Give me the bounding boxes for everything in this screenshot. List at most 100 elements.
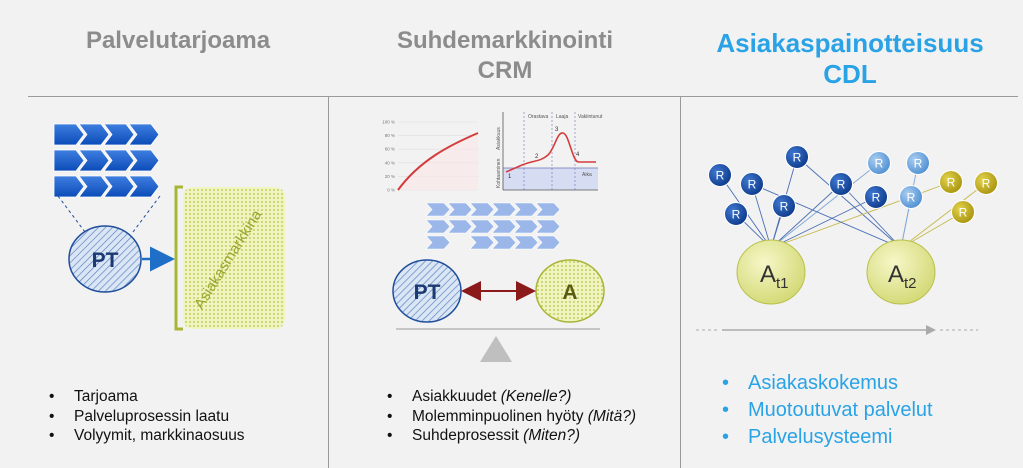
point-label: 4 bbox=[576, 152, 580, 158]
pt-circle bbox=[68, 225, 142, 293]
title-line: CRM bbox=[477, 57, 533, 84]
r-node-label: R bbox=[837, 178, 846, 192]
process-chevron bbox=[103, 175, 135, 198]
title-line: CDL bbox=[823, 59, 877, 89]
r-node-label: R bbox=[872, 191, 881, 205]
point-label: 1 bbox=[508, 174, 512, 180]
phase-label: Vakiintunut bbox=[578, 114, 603, 120]
a-label: A bbox=[562, 281, 577, 304]
market-area bbox=[183, 187, 285, 329]
process-chevron bbox=[491, 235, 517, 250]
chevron-process-grid bbox=[53, 123, 160, 198]
point-label: 2 bbox=[535, 154, 539, 160]
group-t2-circle bbox=[866, 239, 936, 305]
r-node bbox=[772, 194, 796, 218]
r-node-label: R bbox=[716, 169, 725, 183]
axis-label: Asiakkuus bbox=[496, 127, 502, 150]
process-chevron bbox=[78, 149, 110, 172]
process-chevron bbox=[128, 123, 160, 146]
process-chevron bbox=[103, 149, 135, 172]
process-chevron bbox=[425, 219, 451, 234]
column-divider-1 bbox=[328, 96, 329, 468]
phase-label: Orastava bbox=[528, 114, 549, 120]
pt-label: PT bbox=[414, 281, 441, 304]
timeline-arrowhead bbox=[926, 325, 936, 335]
tick-label: 100 % bbox=[382, 120, 395, 125]
process-chevron bbox=[103, 123, 135, 146]
bullet-item: Palvelusysteemi bbox=[722, 424, 933, 451]
network-link bbox=[770, 162, 880, 249]
lifecycle-mini-chart: Orastava Laaja Vakiintunut 1 2 3 4 Asiak… bbox=[496, 112, 603, 191]
market-bracket bbox=[174, 185, 183, 331]
tick-label: 80 % bbox=[385, 133, 395, 138]
network-link bbox=[900, 182, 987, 249]
title-line: Suhdemarkkinointi bbox=[396, 27, 614, 54]
r-node bbox=[724, 202, 748, 226]
bullet-item: Suhdeprosessit (Miten?) bbox=[384, 426, 636, 446]
column-title-palvelutarjoama: Palvelutarjoama bbox=[28, 26, 328, 56]
r-node-label: R bbox=[914, 157, 923, 171]
bullet-item: Asiakaskokemus bbox=[722, 370, 933, 397]
tick-label: 20 % bbox=[385, 174, 395, 179]
column-title-crm: Suhdemarkkinointi CRM bbox=[330, 26, 680, 86]
tick-label: 60 % bbox=[385, 147, 395, 152]
process-chevron bbox=[469, 235, 495, 250]
bullet-item: Tarjoama bbox=[46, 387, 245, 407]
process-chevron bbox=[491, 202, 517, 217]
process-chevron bbox=[469, 219, 495, 234]
r-node-label: R bbox=[982, 177, 991, 191]
bullet-item: Palveluprosessin laatu bbox=[46, 407, 245, 427]
tick-label: 0 % bbox=[387, 188, 395, 193]
network-link bbox=[840, 183, 902, 249]
process-chevron bbox=[491, 219, 517, 234]
a-circle bbox=[535, 259, 605, 323]
bullet-item: Asiakkuudet (Kenelle?) bbox=[384, 387, 636, 407]
axis-label: Kohtaaminen bbox=[496, 158, 502, 188]
r-node-label: R bbox=[959, 206, 968, 220]
process-chevron bbox=[469, 202, 495, 217]
tick-label: 40 % bbox=[385, 160, 395, 165]
growth-curve bbox=[397, 132, 479, 191]
network-link bbox=[770, 181, 952, 249]
bullets-crm: Asiakkuudet (Kenelle?) Molemminpuolinen … bbox=[384, 387, 636, 446]
light-chevron-process bbox=[425, 202, 561, 250]
process-chevron bbox=[513, 202, 539, 217]
process-chevron bbox=[53, 123, 85, 146]
r-node-label: R bbox=[780, 200, 789, 214]
title-line: Palvelutarjoama bbox=[85, 27, 271, 54]
process-chevron bbox=[53, 175, 85, 198]
process-chevron bbox=[425, 202, 451, 217]
r-node bbox=[939, 170, 963, 194]
r-node-label: R bbox=[748, 178, 757, 192]
process-chevron bbox=[53, 149, 85, 172]
r-node-label: R bbox=[732, 208, 741, 222]
r-node bbox=[974, 171, 998, 195]
network-link bbox=[751, 183, 902, 249]
r-node bbox=[951, 200, 975, 224]
header-divider bbox=[28, 96, 1018, 97]
r-node bbox=[899, 185, 923, 209]
process-chevron bbox=[78, 175, 110, 198]
process-chevron bbox=[535, 202, 561, 217]
r-node bbox=[906, 151, 930, 175]
group-t1-label: At1 bbox=[760, 261, 789, 292]
balance-fulcrum bbox=[480, 336, 512, 362]
dashed-connector bbox=[57, 195, 86, 233]
network-link bbox=[796, 156, 902, 249]
group-t2-label: At2 bbox=[888, 261, 917, 292]
column-divider-2 bbox=[680, 96, 681, 468]
title-line: Asiakaspainotteisuus bbox=[716, 28, 984, 58]
bullets-cdl: Asiakaskokemus Muotoutuvat palvelut Palv… bbox=[722, 370, 933, 451]
process-chevron bbox=[447, 219, 473, 234]
process-chevron bbox=[513, 219, 539, 234]
dashed-connector bbox=[132, 195, 161, 233]
network-lines bbox=[719, 156, 987, 249]
r-node-label: R bbox=[875, 157, 884, 171]
axis-label: Aika bbox=[582, 172, 592, 178]
r-node-label: R bbox=[907, 191, 916, 205]
network-link bbox=[770, 196, 877, 249]
process-chevron bbox=[535, 235, 561, 250]
growth-mini-chart: 100 % 80 % 60 % 40 % 20 % 0 % bbox=[382, 120, 479, 193]
